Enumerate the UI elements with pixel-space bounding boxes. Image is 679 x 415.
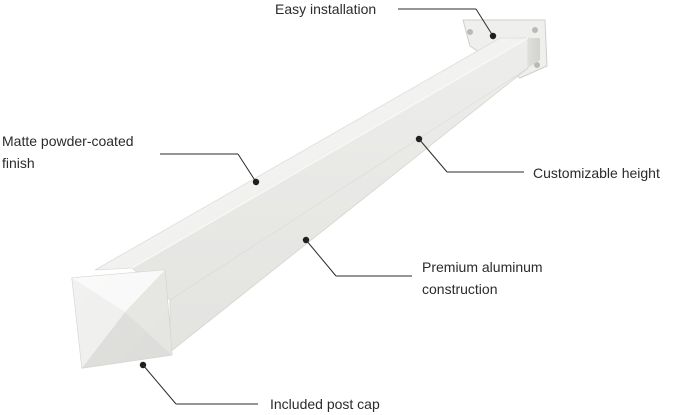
premium-aluminum-label: Premium aluminum construction xyxy=(422,256,543,300)
callout-matte-finish xyxy=(160,153,260,186)
premium-aluminum-line-1: Premium aluminum xyxy=(422,259,543,275)
post-cap-text: Included post cap xyxy=(270,396,380,412)
customizable-height-text: Customizable height xyxy=(533,165,660,181)
callout-easy-installation xyxy=(398,8,497,40)
easy-installation-text: Easy installation xyxy=(275,1,377,17)
callout-customizable-height xyxy=(415,135,524,173)
post-cap xyxy=(71,269,173,369)
post-cap-label: Included post cap xyxy=(270,393,380,415)
callout-premium-aluminum xyxy=(302,236,412,277)
callout-post-cap xyxy=(139,361,258,405)
easy-installation-label: Easy installation xyxy=(275,0,376,20)
premium-aluminum-line-2: construction xyxy=(422,281,498,297)
matte-finish-label: Matte powder-coated finish xyxy=(2,130,134,174)
customizable-height-label: Customizable height xyxy=(533,162,660,184)
matte-finish-line-2: finish xyxy=(2,155,35,171)
matte-finish-line-1: Matte powder-coated xyxy=(2,133,134,149)
